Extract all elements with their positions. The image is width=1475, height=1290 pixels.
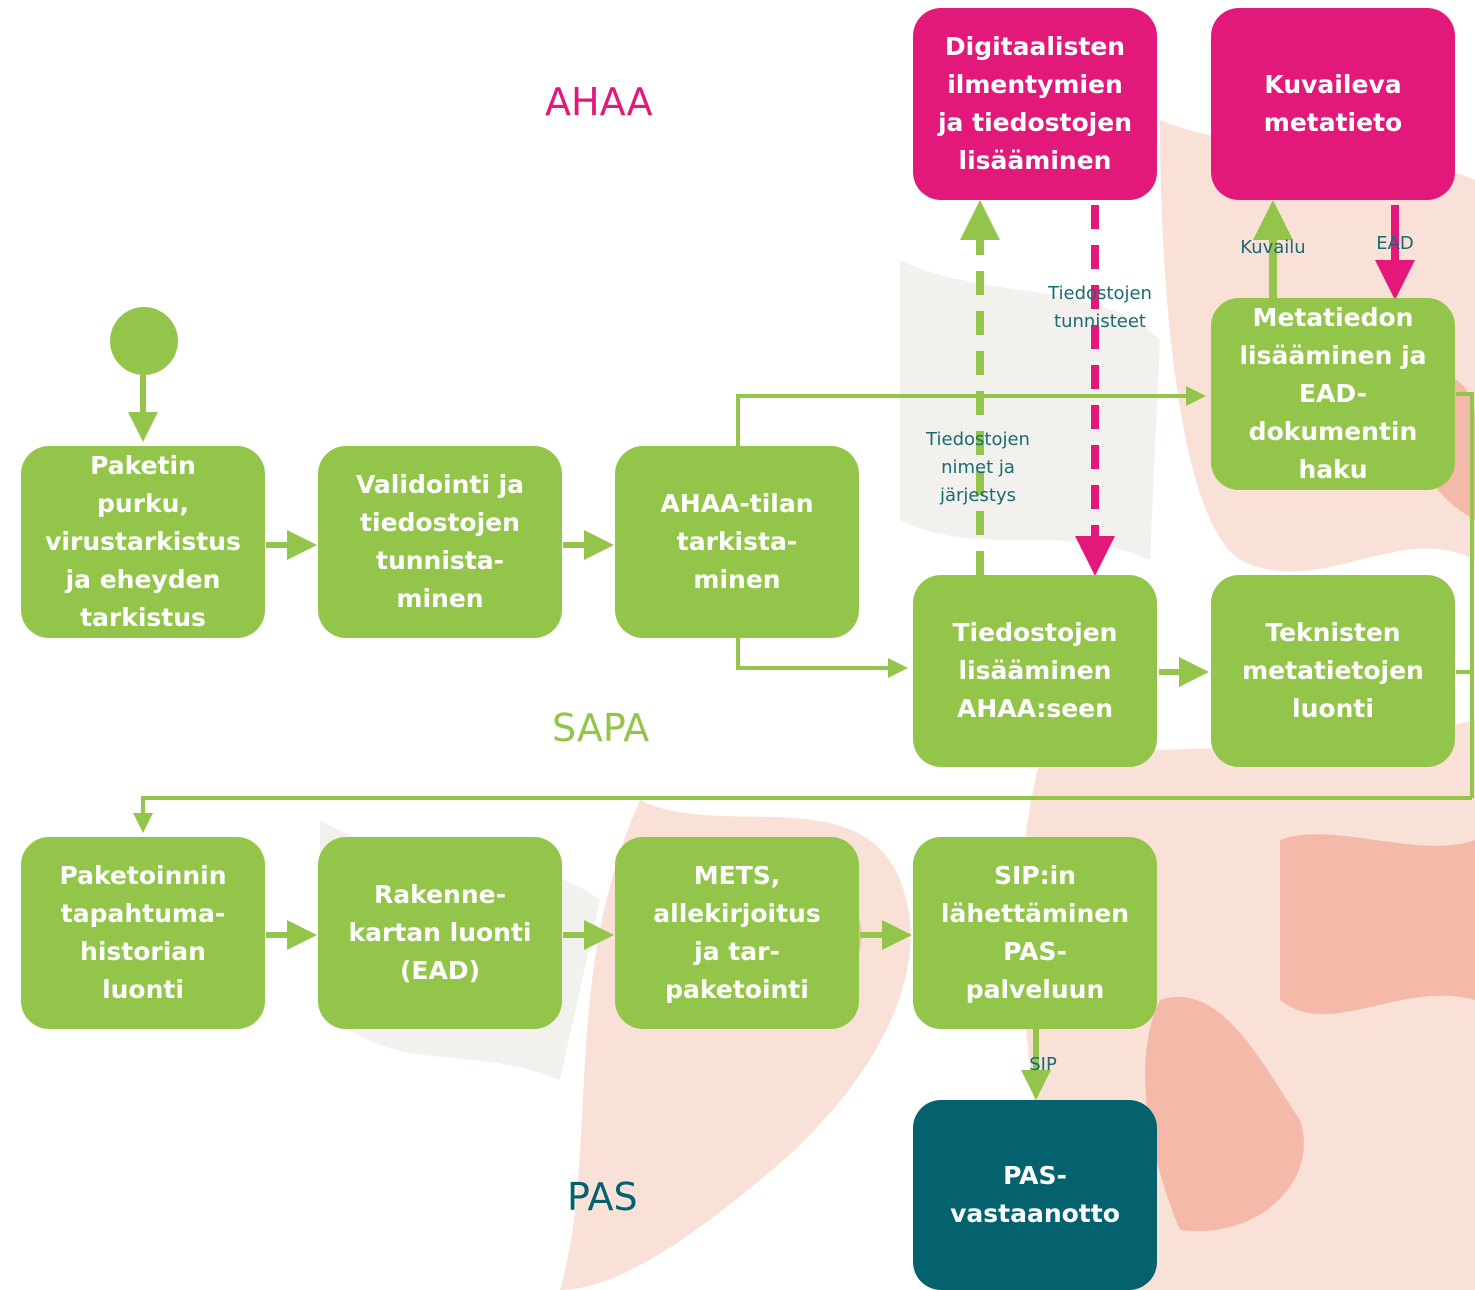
node-paketoinnin: Paketoinnin tapahtuma- historian luonti	[21, 837, 265, 1029]
edge-label-kuvailu: Kuvailu	[1240, 237, 1306, 258]
node-kuvaileva-label: Kuvaileva metatieto	[1263, 70, 1403, 137]
node-kuvaileva: Kuvaileva metatieto	[1211, 8, 1455, 200]
node-rakenne: Rakenne- kartan luonti (EAD)	[318, 837, 562, 1029]
arrow-bus-to-paketoinnin	[133, 796, 1472, 833]
node-metatiedon-label: Metatiedon lisääminen ja EAD- dokumentin…	[1239, 303, 1427, 484]
connector-metatiedon-right	[1456, 392, 1474, 798]
start-node	[110, 307, 178, 375]
node-tiedostojen-lisaaminen-label: Tiedostojen lisääminen AHAA:seen	[952, 618, 1118, 723]
node-validointi: Validointi ja tiedostojen tunnista- mine…	[318, 446, 562, 638]
node-paketin-purku: Paketin purku, virustarkistus ja eheyden…	[21, 446, 265, 638]
zone-label-ahaa: AHAA	[545, 80, 653, 124]
node-mets-label: METS, allekirjoitus ja tar- paketointi	[653, 861, 821, 1004]
node-ahaa-tilan-label: AHAA-tilan tarkista- minen	[660, 489, 814, 594]
node-sip-lahettaminen: SIP:in lähettäminen PAS- palveluun	[913, 837, 1157, 1029]
zone-label-pas: PAS	[567, 1175, 638, 1219]
node-paketoinnin-label: Paketoinnin tapahtuma- historian luonti	[59, 861, 227, 1004]
node-ahaa-tilan: AHAA-tilan tarkista- minen	[615, 446, 859, 638]
arrow-ahaa-tilan-to-tiedostojen	[736, 638, 908, 678]
arrow-ahaa-tilan-to-metatiedon	[736, 386, 1206, 446]
edge-label-tiedostojen-tunnisteet: Tiedostojen tunnisteet	[1048, 283, 1152, 332]
edge-label-ead: EAD	[1376, 233, 1414, 254]
node-paketin-purku-label: Paketin purku, virustarkistus ja eheyden…	[45, 451, 241, 632]
node-mets: METS, allekirjoitus ja tar- paketointi	[615, 837, 859, 1029]
node-rakenne-label: Rakenne- kartan luonti (EAD)	[348, 880, 532, 985]
node-digitaalisten: Digitaalisten ilmentymien ja tiedostojen…	[913, 8, 1157, 200]
edge-label-tiedostojen-nimet: Tiedostojen nimet ja järjestys	[926, 429, 1030, 506]
node-validointi-label: Validointi ja tiedostojen tunnista- mine…	[355, 470, 525, 613]
zone-label-sapa: SAPA	[552, 706, 650, 750]
node-tiedostojen-lisaaminen: Tiedostojen lisääminen AHAA:seen	[913, 575, 1157, 767]
node-pas-vastaanotto: PAS- vastaanotto	[913, 1100, 1157, 1290]
edge-label-sip: SIP	[1029, 1054, 1057, 1075]
node-pas-vastaanotto-label: PAS- vastaanotto	[950, 1161, 1120, 1228]
node-teknisten-label: Teknisten metatietojen luonti	[1242, 618, 1424, 723]
node-metatiedon: Metatiedon lisääminen ja EAD- dokumentin…	[1211, 298, 1455, 490]
node-sip-lahettaminen-label: SIP:in lähettäminen PAS- palveluun	[940, 861, 1130, 1004]
node-teknisten: Teknisten metatietojen luonti	[1211, 575, 1455, 767]
node-digitaalisten-label: Digitaalisten ilmentymien ja tiedostojen…	[937, 32, 1133, 175]
